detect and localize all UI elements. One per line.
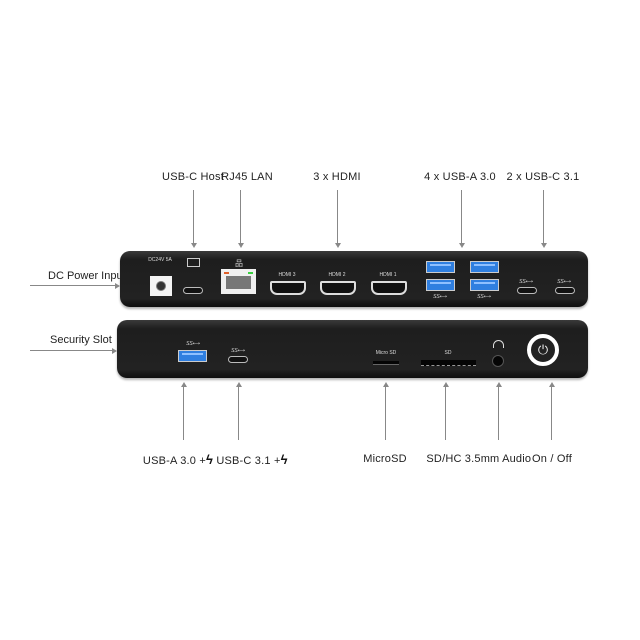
pointer-line [543,190,544,243]
audio-jack [492,355,504,367]
label-text: USB-A 3.0 + [142,455,206,467]
arrow-up-icon [495,382,502,387]
lightning-icon: ϟ [205,452,214,467]
label-usb-c: 2 x USB-C 3.1 [506,171,580,183]
dc-rating-label: DC24V 5A [148,257,172,263]
label-dc-power: DC Power Input [48,270,126,282]
arrow-down-icon [334,243,341,248]
arrow-up-icon [442,382,449,387]
superspeed-logo: SS⟷ [231,348,245,354]
microsd-label: Micro SD [375,350,397,356]
usb-c-host-port [183,287,203,294]
arrow-right-icon [112,347,117,354]
arrow-up-icon [180,382,187,387]
usb-a-port [426,261,455,273]
label-usb-c-host: USB-C Host [162,171,224,183]
usb-c-port [517,287,537,294]
hdmi-3-label: HDMI 3 [278,272,296,278]
label-on-off: On / Off [532,453,572,465]
usb-c-charge-port [228,356,248,363]
hdmi-2-label: HDMI 2 [328,272,346,278]
pointer-line [498,387,499,440]
usb-a-port [426,279,455,291]
pointer-line [193,190,194,243]
pointer-line [337,190,338,243]
headphone-icon [493,340,504,348]
label-usb-a-charge: USB-A 3.0 +ϟ [143,452,213,467]
dock-rear-panel [120,251,588,307]
pointer-line [445,387,446,440]
label-microsd: MicroSD [363,453,407,465]
label-rj45-lan: RJ45 LAN [221,171,273,183]
sd-slot [421,360,476,366]
arrow-right-icon [115,282,120,289]
pointer-line [238,387,239,440]
usb-a-charge-port [178,350,207,362]
label-sdhc: SD/HC [426,453,462,465]
usb-a-port [470,279,499,291]
hdmi-3-port [270,281,306,295]
pointer-line [385,387,386,440]
arrow-down-icon [458,243,465,248]
arrow-down-icon [190,243,197,248]
arrow-up-icon [382,382,389,387]
lightning-icon: ϟ [280,452,288,467]
dc-jack [150,276,172,296]
rj45-port [221,269,256,294]
label-usb-a: 4 x USB-A 3.0 [424,171,496,183]
pointer-line [461,190,462,243]
microsd-slot [373,361,399,365]
dock-front-panel [117,320,588,378]
hdmi-1-port [371,281,407,295]
sd-label: SD [444,350,452,356]
arrow-up-icon [235,382,242,387]
network-icon: 品 [235,259,243,268]
label-usb-c-charge: USB-C 3.1 +ϟ [216,452,287,467]
pointer-line [183,387,184,440]
label-hdmi: 3 x HDMI [313,171,361,183]
arrow-up-icon [548,382,555,387]
power-button[interactable]: ⏻ [527,334,559,366]
label-text: USB-C 3.1 + [216,455,281,467]
hdmi-1-label: HDMI 1 [379,272,397,278]
usb-a-port [470,261,499,273]
superspeed-logo: SS⟷ [433,294,447,300]
arrow-down-icon [540,243,547,248]
superspeed-logo: SS⟷ [477,294,491,300]
superspeed-logo: SS⟷ [519,279,533,285]
arrow-down-icon [237,243,244,248]
label-audio: 3.5mm Audio [464,453,532,465]
laptop-icon [187,258,200,267]
superspeed-logo: SS⟷ [186,341,200,347]
pointer-line [30,350,115,351]
superspeed-logo: SS⟷ [557,279,571,285]
label-security-slot: Security Slot [50,334,112,346]
pointer-line [30,285,118,286]
hdmi-2-port [320,281,356,295]
pointer-line [240,190,241,243]
usb-c-port [555,287,575,294]
pointer-line [551,387,552,440]
